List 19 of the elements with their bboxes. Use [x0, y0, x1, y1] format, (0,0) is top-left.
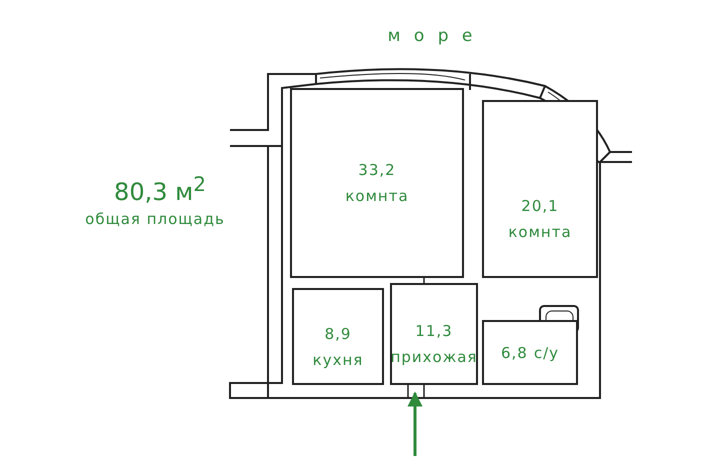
room-name: кухня: [312, 350, 364, 368]
sea-label: м о р е: [388, 26, 476, 46]
room-area: 20,1: [521, 197, 559, 215]
room: [482, 100, 598, 278]
room: [482, 320, 578, 385]
entrance-arrow: [408, 392, 422, 456]
room-name: с/у: [534, 344, 560, 362]
room-name: прихожая: [390, 348, 478, 366]
room-area: 6,8: [500, 344, 528, 362]
room-area: 11,3: [415, 322, 453, 340]
room: [292, 288, 384, 385]
room: [290, 88, 464, 278]
room: [390, 283, 478, 385]
room-area: 33,2: [358, 161, 396, 179]
room-area: 8,9: [324, 324, 352, 342]
total-area-value: 80,3 м$^{2}$: [114, 172, 206, 206]
total-area-label: общая площадь: [85, 210, 225, 228]
room-name: комнта: [345, 187, 409, 205]
room-name: комнта: [508, 223, 572, 241]
